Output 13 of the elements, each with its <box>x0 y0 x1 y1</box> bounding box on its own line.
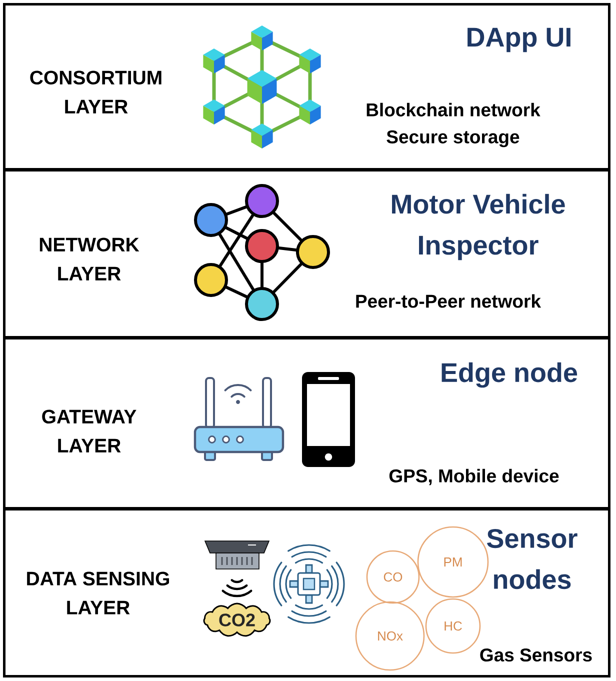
layer-name: CONSORTIUM LAYER <box>30 70 162 114</box>
layer-description: GPS, Mobile device <box>389 468 559 486</box>
layer-name: GATEWAY LAYER <box>42 410 136 452</box>
layer-description: Peer-to-Peer network <box>356 294 542 308</box>
layer-name: DATA SENSING LAYER <box>27 572 169 614</box>
layer-heading: Edge node <box>442 362 578 388</box>
layer-description: Blockchain network Secure storage <box>366 102 540 148</box>
layer-name: NETWORK LAYER <box>40 238 140 280</box>
gas-cloud: CO2 <box>203 602 271 637</box>
layer-heading: DApp UI <box>468 28 570 52</box>
layer-description: Gas Sensors <box>480 648 592 662</box>
layer-heading: Sensor nodes <box>487 528 578 590</box>
layer-heading: Motor Vehicle Inspector <box>392 194 565 260</box>
